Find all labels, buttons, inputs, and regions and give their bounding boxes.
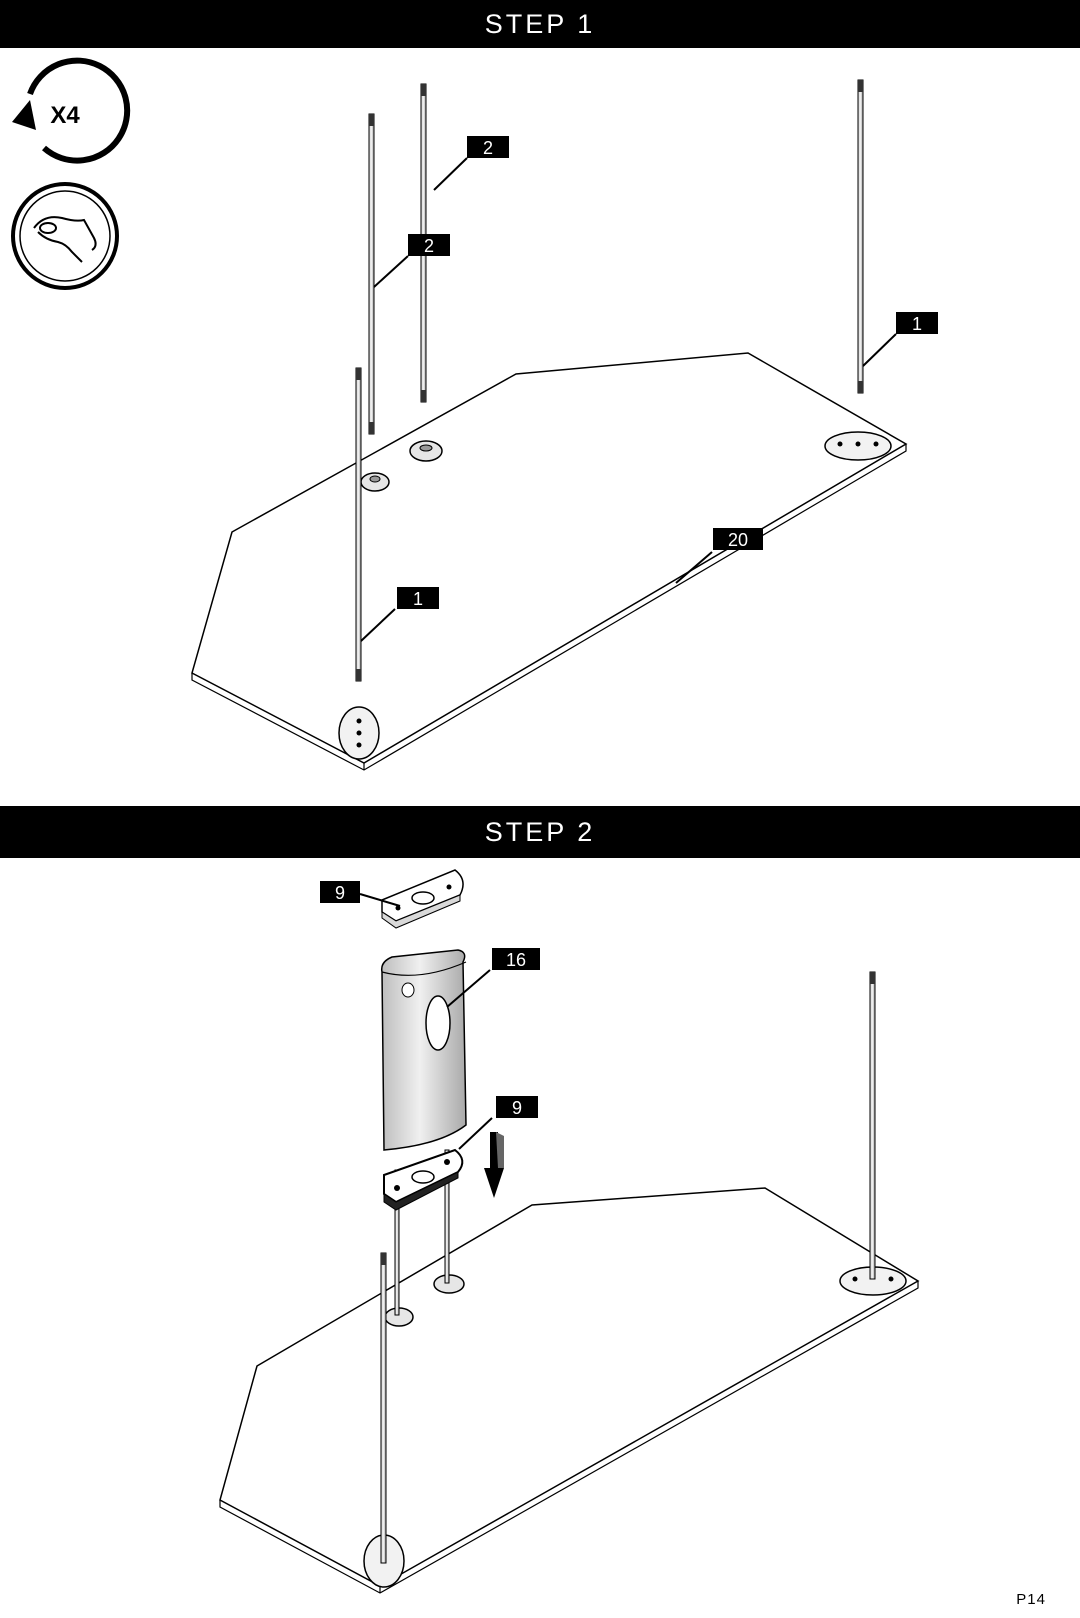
spacer-right [409, 440, 443, 462]
foot-back-right [824, 431, 892, 461]
plate-9-upper [381, 869, 464, 929]
callout-label: 2 [483, 138, 493, 158]
callout-label: 20 [728, 530, 748, 550]
callout-label: 1 [413, 589, 423, 609]
step-1-header: STEP 1 [0, 0, 1080, 48]
rod-2-left [368, 113, 375, 435]
down-arrow-icon [484, 1132, 504, 1198]
page-number: P14 [1016, 1591, 1046, 1608]
plate-9-lower [383, 1148, 464, 1211]
rod-back [869, 971, 876, 1280]
callout-part-9-upper: 9 [320, 881, 401, 907]
callout-part-1-front: 1 [360, 587, 439, 642]
step-2-drawing: 9 16 9 [219, 869, 920, 1594]
callout-label: 16 [506, 950, 526, 970]
callout-part-2-lower: 2 [373, 234, 450, 288]
callout-label: 9 [335, 883, 345, 903]
callout-label: 1 [912, 314, 922, 334]
spacer-left [360, 472, 390, 492]
foot-front-left [338, 706, 380, 760]
hand-tighten-icon [11, 182, 119, 290]
rod-front [380, 1252, 387, 1564]
base-panel-20 [191, 352, 908, 771]
repeat-count-label: X4 [50, 102, 80, 129]
repeat-x4-icon: X4 [12, 57, 131, 164]
step-2-header: STEP 2 [0, 806, 1080, 858]
sleeve-16 [380, 949, 467, 1151]
callout-part-2-upper: 2 [433, 136, 509, 191]
callout-part-20: 20 [675, 528, 763, 584]
callout-label: 9 [512, 1098, 522, 1118]
step-1-drawing: 2 2 1 1 20 [191, 79, 938, 771]
callout-part-9-lower: 9 [458, 1096, 538, 1150]
callout-label: 2 [424, 236, 434, 256]
rod-1-front [355, 367, 362, 682]
callout-part-1-back: 1 [862, 312, 938, 367]
base-panel-20 [219, 1187, 920, 1594]
rod-1-back [857, 79, 864, 394]
callout-part-16: 16 [446, 948, 540, 1008]
